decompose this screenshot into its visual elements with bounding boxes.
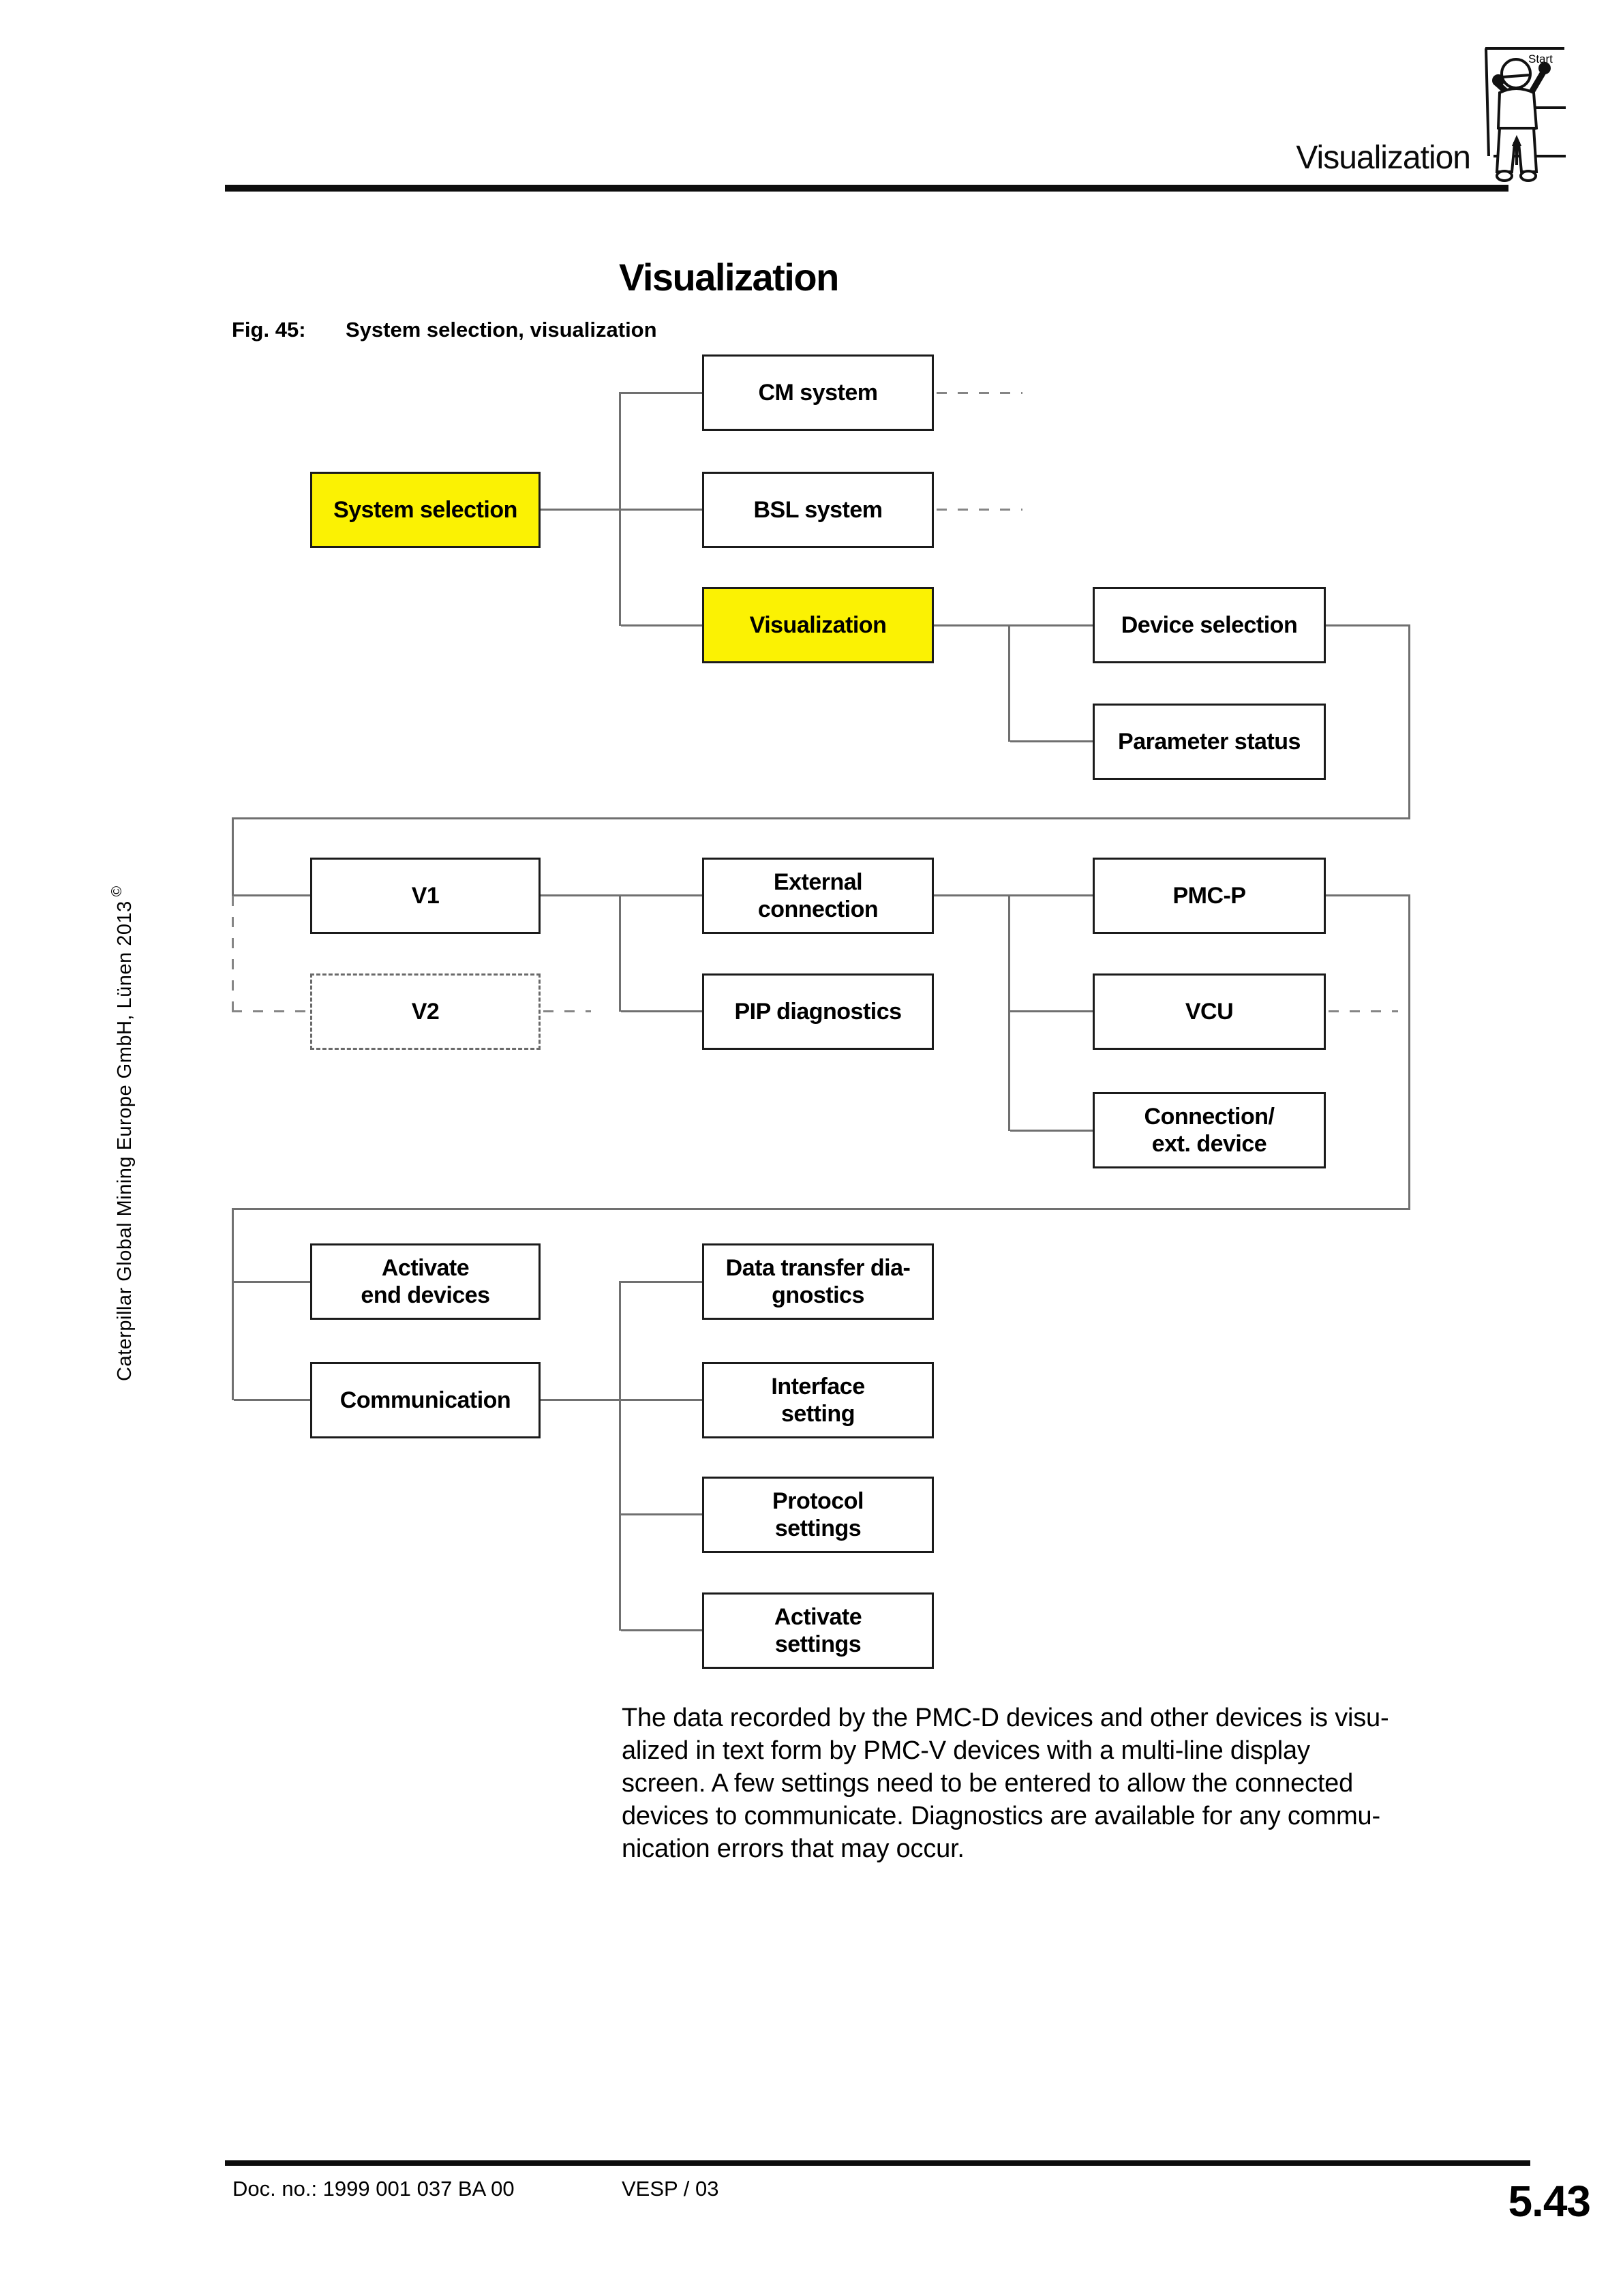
flow-box-v2: V2 [310, 973, 541, 1050]
flow-box-pip-diagnostics: PIP diagnostics [702, 973, 934, 1050]
flow-box-system-selection: System selection [310, 472, 541, 548]
body-paragraph: The data recorded by the PMC-D devices a… [622, 1704, 1389, 1863]
connector-line [541, 894, 702, 896]
footer-doc-number: Doc. no.: 1999 001 037 BA 00 [232, 2177, 515, 2201]
flow-box-communication: Communication [310, 1362, 541, 1438]
connector-line [234, 894, 310, 896]
header-rule [225, 185, 1508, 192]
connector-line [1008, 894, 1010, 1131]
connector-line [1010, 740, 1093, 742]
connector-line [619, 1281, 621, 1631]
connector-line [621, 392, 702, 394]
connector-line [1326, 894, 1408, 896]
flow-box-bsl-system: BSL system [702, 472, 934, 548]
connector-line [234, 1399, 310, 1401]
connector-line [232, 1208, 1410, 1210]
connector-line [621, 509, 702, 511]
connector-line [1010, 1130, 1093, 1132]
copyright-symbol: © [109, 886, 125, 897]
copyright-sidebar: Caterpillar Global Mining Europe GmbH, L… [109, 886, 136, 1381]
connector-line [619, 894, 621, 1012]
connector-line [541, 509, 619, 511]
dashed-connector-line [1329, 1010, 1398, 1012]
figure-label: Fig. 45: [232, 318, 306, 342]
connector-line [232, 817, 234, 896]
connector-line [541, 1399, 702, 1401]
dashed-connector-line [937, 509, 1022, 511]
flow-box-protocol-settings: Protocol settings [702, 1477, 934, 1553]
header-chapter-title: Visualization [1296, 140, 1471, 176]
connector-line [232, 817, 1410, 819]
dashed-connector-line [232, 896, 234, 1012]
footer-page-number: 5.43 [1508, 2177, 1591, 2226]
connector-line [621, 624, 702, 626]
flow-box-interface-setting: Interface setting [702, 1362, 934, 1438]
flow-box-pmc-p: PMC-P [1093, 858, 1326, 934]
connector-line [621, 1629, 702, 1631]
connector-line [1010, 1010, 1093, 1012]
connector-line [1008, 624, 1010, 742]
page-title: Visualization [619, 256, 839, 299]
flow-box-vcu: VCU [1093, 973, 1326, 1050]
connector-line [934, 894, 1093, 896]
icon-start-label: Start [1528, 52, 1553, 65]
connector-line [621, 1513, 702, 1515]
connector-line [621, 1281, 702, 1283]
connector-line [934, 624, 1093, 626]
figure-caption-text: System selection, visualization [346, 318, 657, 342]
dashed-connector-line [232, 1010, 310, 1012]
flow-box-activate-end-devices: Activate end devices [310, 1243, 541, 1320]
footer-doc-code: VESP / 03 [622, 2177, 719, 2201]
figure-caption: Fig. 45: System selection, visualization [232, 318, 657, 342]
flow-box-visualization: Visualization [702, 587, 934, 663]
flow-box-v1: V1 [310, 858, 541, 934]
connector-line [232, 1208, 234, 1400]
connector-line [234, 1281, 310, 1283]
connector-line [1408, 894, 1410, 1210]
flow-box-activate-settings: Activate settings [702, 1592, 934, 1669]
flow-box-cm-system: CM system [702, 354, 934, 431]
connector-line [1408, 624, 1410, 819]
flow-box-connection-ext-device: Connection/ ext. device [1093, 1092, 1326, 1168]
connector-line [619, 392, 621, 626]
connector-line [621, 1010, 702, 1012]
footer-rule [225, 2160, 1530, 2166]
flow-box-external-connection: External connection [702, 858, 934, 934]
flow-box-device-selection: Device selection [1093, 587, 1326, 663]
flow-box-data-transfer-diagnostics: Data transfer dia- gnostics [702, 1243, 934, 1320]
connector-line [1326, 624, 1408, 626]
dashed-connector-line [937, 392, 1022, 394]
flow-box-parameter-status: Parameter status [1093, 704, 1326, 780]
miner-start-icon: Start [1485, 47, 1566, 182]
copyright-text: Caterpillar Global Mining Europe GmbH, L… [114, 901, 136, 1381]
dashed-connector-line [543, 1010, 591, 1012]
